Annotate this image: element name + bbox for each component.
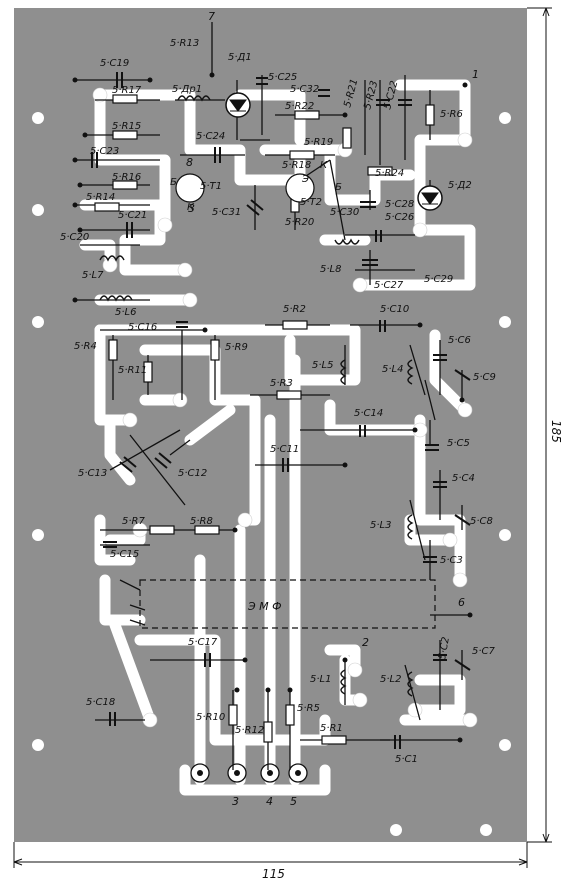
label-d1: 5·Д1: [228, 52, 252, 63]
label-r13: 5·R13: [170, 38, 199, 49]
label-t2-pin-b: Б: [335, 182, 342, 193]
label-c10: 5·C10: [380, 304, 409, 315]
label-c20: 5·C20: [60, 232, 89, 243]
label-l2: 5·L2: [380, 674, 401, 685]
label-c8: 5·C8: [470, 516, 493, 527]
label-r4: 5·R4: [74, 341, 97, 352]
label-c21: 5·C21: [118, 210, 147, 221]
pin-label-6: 6: [458, 596, 465, 609]
label-r1: 5·R1: [320, 723, 343, 734]
label-r12: 5·R12: [235, 725, 264, 736]
component-wires: [75, 22, 470, 770]
label-l4: 5·L4: [382, 364, 403, 375]
label-c11: 5·C11: [270, 444, 299, 455]
pin-numbers: 7 1 8 3 2 6 3 4 5: [186, 10, 479, 808]
pin-label-8-t1: 8: [186, 156, 193, 169]
dimension-lines: [13, 7, 552, 868]
label-c30: 5·C30: [330, 207, 359, 218]
label-c27: 5·C27: [374, 280, 404, 291]
label-c25: 5·C25: [268, 72, 297, 83]
label-c4: 5·C4: [452, 473, 475, 484]
label-r16: 5·R16: [112, 172, 141, 183]
label-l1: 5·L1: [310, 674, 331, 685]
label-r22: 5·R22: [285, 101, 314, 112]
label-r15: 5·R15: [112, 121, 141, 132]
label-c1: 5·C1: [395, 754, 418, 765]
label-l7: 5·L7: [82, 270, 104, 281]
connector-label-4: 4: [266, 795, 273, 808]
label-r8: 5·R8: [190, 516, 213, 527]
transistor-symbols: [175, 173, 315, 203]
label-r18: 5·R18: [282, 160, 311, 171]
label-c29: 5·C29: [424, 274, 453, 285]
diode-symbols: [225, 92, 443, 211]
label-t2-pin-e: Э: [301, 174, 309, 185]
pin-label-2: 2: [362, 636, 369, 649]
label-l8: 5·L8: [320, 264, 341, 275]
label-c9: 5·C9: [473, 372, 496, 383]
resistor-bodies: [94, 94, 435, 745]
label-c3: 5·C3: [440, 555, 463, 566]
connector-label-3: 3: [232, 795, 239, 808]
label-r10: 5·R10: [196, 712, 225, 723]
label-c14: 5·C14: [354, 408, 383, 419]
label-r14: 5·R14: [86, 192, 115, 203]
label-r17: 5·R17: [112, 85, 142, 96]
emf-label: Э М Ф: [247, 600, 282, 613]
label-c18: 5·C18: [86, 697, 115, 708]
label-dr1: 5·Др1: [172, 84, 202, 95]
label-c16: 5·C16: [128, 322, 157, 333]
label-c31: 5·C31: [212, 207, 241, 218]
label-c32: 5·C32: [290, 84, 319, 95]
mounting-holes: [32, 112, 511, 836]
connector-label-5: 5: [290, 795, 297, 808]
label-c5: 5·C5: [447, 438, 470, 449]
label-l5: 5·L5: [312, 360, 333, 371]
label-r19: 5·R19: [304, 137, 333, 148]
label-l6: 5·L6: [115, 307, 136, 318]
label-t1-pin-k: К: [187, 202, 195, 213]
label-c26: 5·C26: [385, 212, 414, 223]
label-t1-pin-b: Б: [170, 177, 177, 188]
label-c6: 5·C6: [448, 335, 471, 346]
label-c7: 5·C7: [472, 646, 496, 657]
component-labels: 5·R13 5·R17 5·R15 5·R16 5·R14 5·R22 5·R1…: [60, 38, 496, 765]
emf-filter-outline: [139, 579, 436, 629]
label-r2: 5·R2: [283, 304, 306, 315]
label-t1: 5·T1: [200, 181, 222, 192]
dimension-width: 115: [262, 867, 285, 881]
label-r11: 5·R11: [118, 365, 147, 376]
label-r3: 5·R3: [270, 378, 293, 389]
label-c19: 5·C19: [100, 58, 129, 69]
label-d2: 5·Д2: [448, 180, 472, 191]
pin-label-7: 7: [208, 10, 215, 23]
label-r9: 5·R9: [225, 342, 248, 353]
label-c12: 5·C12: [178, 468, 207, 479]
label-r7: 5·R7: [122, 516, 145, 527]
label-c17: 5·C17: [188, 637, 218, 648]
pin-label-1: 1: [472, 68, 479, 81]
dimension-height: 185: [549, 420, 563, 443]
label-c2: 5·C2: [437, 636, 452, 660]
label-r5: 5·R5: [297, 703, 320, 714]
label-c15: 5·C15: [110, 549, 139, 560]
capacitor-symbols: [91, 72, 471, 749]
inductor-symbols: [99, 95, 414, 697]
label-l3: 5·L3: [370, 520, 391, 531]
label-c13: 5·C13: [78, 468, 107, 479]
label-c28: 5·C28: [385, 199, 414, 210]
label-t2-pin-k: К: [320, 160, 328, 171]
solder-points: [72, 72, 473, 743]
label-t2: 5·T2: [300, 197, 322, 208]
label-c23: 5·C23: [90, 146, 119, 157]
label-c24: 5·C24: [196, 131, 225, 142]
label-r24: 5·R24: [375, 168, 404, 179]
pin-label-3-t1: 3: [188, 202, 195, 215]
label-r20: 5·R20: [285, 217, 314, 228]
label-r6: 5·R6: [440, 109, 463, 120]
